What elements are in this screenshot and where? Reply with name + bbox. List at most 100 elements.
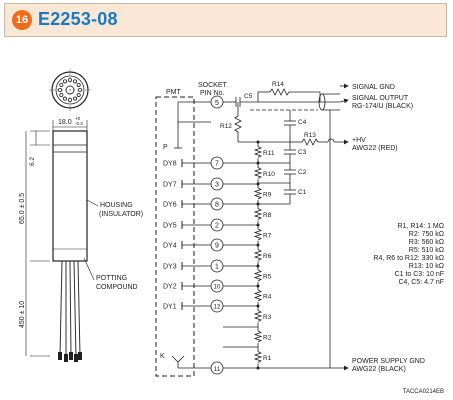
power-gnd-label: POWER SUPPLY GND	[352, 358, 425, 365]
r13-label: R13	[304, 132, 316, 139]
header-bar: 16 E2253-08	[4, 3, 447, 37]
resistor-label: R6	[263, 253, 272, 260]
pmt-box	[155, 96, 195, 377]
socket-pin-label: 10	[214, 285, 221, 291]
pin-11-label: 11	[214, 367, 221, 373]
housing-label: HOUSING	[100, 202, 133, 209]
value-line: R3: 560 kΩ	[409, 239, 444, 246]
resistor-label: R3	[263, 314, 272, 321]
socket-pin-label: 7	[215, 161, 219, 168]
power-gnd-wire-label: AWG22 (BLACK)	[352, 366, 406, 373]
resistor-label: R8	[263, 212, 272, 219]
dynode-label: DY3	[163, 264, 177, 271]
resistor-label: R10	[263, 171, 275, 178]
hv-label: +HV	[352, 137, 366, 144]
dynode-label: DY6	[163, 202, 177, 209]
signal-gnd-label: SIGNAL GND	[352, 84, 395, 91]
signal-output-label: SIGNAL OUTPUT	[352, 95, 409, 102]
base-view	[49, 69, 91, 111]
lead-wires	[59, 260, 81, 359]
lead-dim-label: 450 ± 10	[19, 301, 26, 328]
divider-resistor	[253, 289, 263, 302]
value-line: R1, R14: 1 MΩ	[398, 223, 444, 230]
diameter-dimension: 18.0 +0 -0.3	[52, 116, 88, 131]
top-wiring	[223, 88, 344, 369]
value-line: R13: 10 kΩ	[409, 263, 444, 270]
anode-label: P	[163, 144, 168, 151]
r14-label: R14	[272, 81, 284, 88]
number-badge: 16	[12, 10, 32, 30]
height-dimensions	[25, 130, 50, 357]
value-line: R5: 510 kΩ	[409, 247, 444, 254]
tolerance-upper: +0	[75, 116, 81, 121]
value-line: R4, R6 to R12: 330 kΩ	[373, 255, 444, 262]
coax-label: RG-174/U (BLACK)	[352, 103, 413, 110]
tolerance-lower: -0.3	[75, 121, 83, 126]
dynode-label: DY5	[163, 223, 177, 230]
diameter-label: 18.0	[58, 119, 72, 126]
divider-resistor	[253, 269, 263, 282]
c5-label: C5	[244, 93, 253, 100]
divider-resistor	[253, 187, 263, 200]
resistor-label: R2	[263, 335, 272, 342]
socket-label: SOCKET	[198, 82, 228, 89]
value-line: C1 to C3: 10 nF	[395, 271, 444, 278]
page-title: E2253-08	[38, 9, 118, 29]
socket-pin-anode: 5	[210, 95, 224, 109]
base-pin	[73, 96, 78, 101]
resistor-label: R7	[263, 233, 272, 240]
top-dim-label: 6.2	[29, 157, 36, 166]
drawing-code: TACCA0214EB	[403, 389, 444, 395]
potting-label: POTTING	[96, 275, 127, 282]
c1-label: C1	[298, 189, 307, 196]
base-pin	[76, 83, 81, 88]
dynode-label: DY1	[163, 304, 177, 311]
divider-resistor	[253, 310, 263, 322]
resistor-label: R11	[263, 150, 275, 157]
value-line: R2: 750 kΩ	[409, 231, 444, 238]
cathode-label: K	[160, 353, 165, 360]
dynode-label: DY2	[163, 284, 177, 291]
dynode-label: DY7	[163, 182, 177, 189]
pmt-label: PMT	[166, 89, 182, 96]
dynode-label: DY8	[163, 161, 177, 168]
c2-label: C2	[298, 169, 307, 176]
base-pin	[76, 93, 81, 98]
divider-resistor	[253, 330, 263, 343]
component-values: R1, R14: 1 MΩ R2: 750 kΩ R3: 560 kΩ R5: …	[373, 223, 444, 286]
dynode-label: DY4	[163, 243, 177, 250]
socket-pin-label: 8	[215, 202, 219, 209]
socket-pin-label: 3	[215, 182, 219, 189]
resistor-label: R4	[263, 294, 272, 301]
wire-ends	[58, 352, 82, 362]
resistor-label: R1	[263, 355, 272, 362]
socket-pin-label: 9	[215, 243, 219, 250]
socket-pin-label: 2	[215, 223, 219, 230]
divider-resistor	[253, 249, 263, 261]
body-dim-label: 65.0 ± 0.5	[19, 193, 26, 224]
divider-resistor	[253, 208, 263, 220]
divider-resistor	[253, 351, 263, 363]
pin-no-label: PIN No.	[200, 90, 225, 97]
divider-resistor	[253, 167, 263, 179]
socket-pin-cathode: 11	[210, 361, 224, 375]
tube-body	[52, 130, 88, 262]
resistor-label: R5	[263, 274, 272, 281]
hv-wire-label: AWG22 (RED)	[352, 145, 398, 152]
socket-pin-label: 12	[214, 305, 221, 311]
base-pin	[63, 96, 68, 101]
value-line: C4, C5: 4.7 nF	[398, 279, 444, 286]
socket-pin-label: 1	[215, 264, 219, 271]
r12-label: R12	[220, 123, 232, 130]
divider-resistor	[253, 146, 263, 158]
base-pin	[63, 79, 68, 84]
insulator-label: (INSULATOR)	[99, 211, 143, 218]
base-pin	[73, 79, 78, 84]
housing-callout: HOUSING (INSULATOR)	[86, 199, 143, 218]
potting-callout: POTTING COMPOUND	[83, 257, 138, 291]
pin-5-label: 5	[215, 100, 219, 107]
base-pin	[59, 83, 64, 88]
